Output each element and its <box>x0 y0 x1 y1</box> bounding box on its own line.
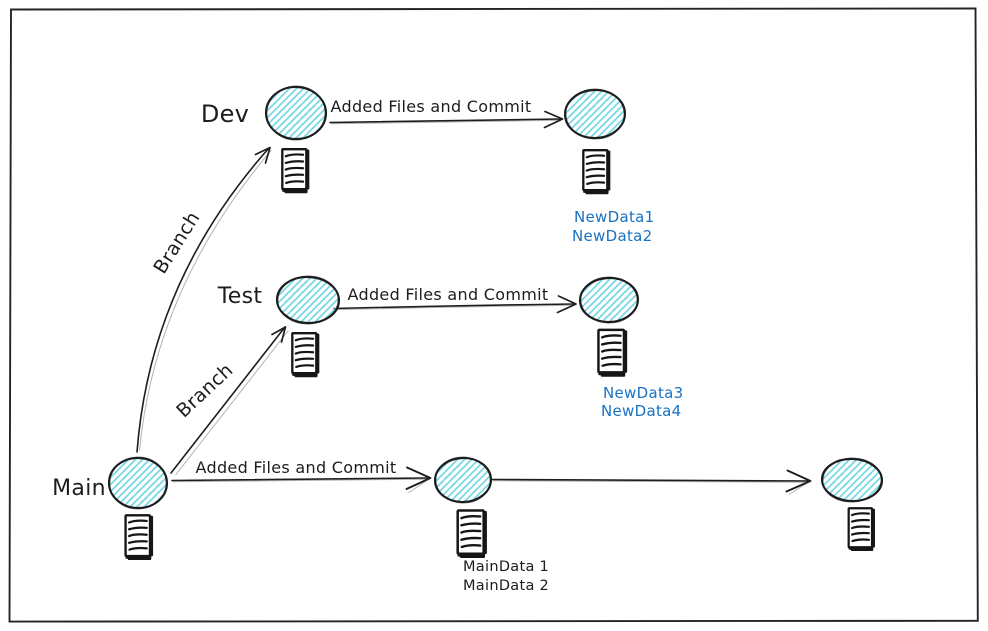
commit-node-main-start <box>107 456 169 510</box>
annotation-main-line1: MainData 1 <box>463 559 549 575</box>
edge-label-dev-commit: Added Files and Commit <box>331 97 532 116</box>
commit-node-dev-commit <box>563 88 627 140</box>
annotation-test-line1: NewData3 <box>603 384 683 402</box>
document-stack-icon <box>291 331 321 378</box>
edge-test-commit <box>333 295 577 314</box>
annotation-dev-line2: NewData2 <box>572 227 652 245</box>
edge-dev-commit <box>329 110 564 129</box>
commit-node-main-commit-1 <box>433 456 493 504</box>
document-stack-icon <box>124 514 155 560</box>
commit-node-main-commit-2 <box>820 457 884 503</box>
branch-label-dev: Dev <box>201 100 249 128</box>
commit-node-test-start <box>275 275 341 325</box>
commit-node-dev-start <box>264 85 328 141</box>
edge-label-test-commit: Added Files and Commit <box>348 285 549 304</box>
document-stack-icon <box>597 328 629 378</box>
branch-label-main: Main <box>52 476 106 501</box>
edge-main-commit-2 <box>491 469 812 495</box>
document-stack-icon <box>582 148 612 195</box>
edge-label-branch-to-test: Branch <box>172 359 237 422</box>
canvas-border <box>8 7 979 623</box>
edge-branch-to-dev <box>136 146 272 453</box>
document-stack-icon <box>847 507 877 551</box>
annotation-test-line2: NewData4 <box>601 402 681 420</box>
edge-main-commit-1 <box>171 466 432 493</box>
document-stack-icon <box>456 509 489 558</box>
edge-label-main-commit: Added Files and Commit <box>196 458 397 477</box>
edge-branch-to-test <box>170 326 289 475</box>
document-stack-icon <box>281 147 311 194</box>
commit-node-test-commit <box>578 276 640 324</box>
branch-label-test: Test <box>217 284 263 309</box>
annotation-main-line2: MainData 2 <box>463 578 549 594</box>
edge-label-branch-to-dev: Branch <box>149 208 204 278</box>
annotation-dev-line1: NewData1 <box>574 208 654 226</box>
